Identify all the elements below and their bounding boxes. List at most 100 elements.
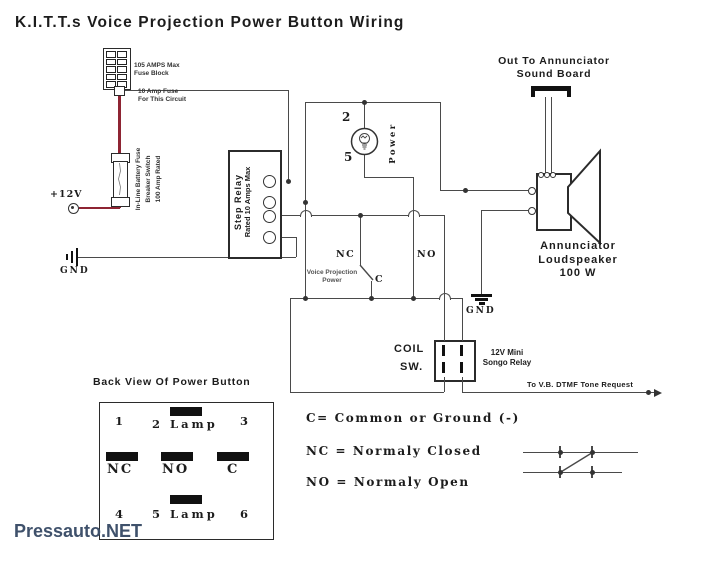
wire-sw-return <box>290 392 444 394</box>
step-relay-terminal-3 <box>263 210 276 223</box>
button-contact-bar <box>161 452 193 461</box>
junction-dot <box>410 295 416 301</box>
legend-nc: NC = Normaly Closed <box>306 444 482 458</box>
ground-icon <box>76 248 78 266</box>
voice-projection-power-label: Voice Projection Power <box>306 269 358 284</box>
junction-dot <box>302 199 308 205</box>
fuse-slot <box>106 66 116 73</box>
wire-lamp-to-no <box>413 177 415 298</box>
arrow-right-icon <box>654 388 662 397</box>
loudspeaker-cone-icon <box>567 148 601 246</box>
step-relay-terminal-1 <box>263 175 276 188</box>
gnd-middle-label: GND <box>466 306 496 316</box>
junction-dot <box>361 99 367 105</box>
switch-symbol-contact <box>589 470 595 475</box>
wire-common-bus <box>290 298 462 300</box>
fuse-slot <box>106 58 116 65</box>
junction-dot <box>368 295 374 301</box>
wire-lamp-top-bus <box>305 102 440 104</box>
inline-fuse-cap-bottom <box>111 197 130 207</box>
speaker-left-terminal <box>528 186 536 195</box>
relay-pin <box>442 362 445 373</box>
wire-coil-common <box>462 298 464 341</box>
button-nc-label: NC <box>107 462 134 477</box>
fuse-slot <box>106 81 116 88</box>
plus-12v-terminal-dot <box>71 206 74 209</box>
fuse-block-rating-label: 105 AMPS Max Fuse Block <box>134 62 180 77</box>
switch-nc-label: NC <box>336 249 356 260</box>
soundboard-bracket <box>531 86 571 91</box>
relay-pin <box>442 345 445 356</box>
coil-label: COIL <box>394 343 425 355</box>
wire-speaker-negative <box>481 210 528 212</box>
lamp-pin2-label: 2 <box>342 110 351 124</box>
fuse-slot <box>106 51 116 58</box>
switch-symbol-contact <box>557 450 563 455</box>
supply-wire <box>118 94 121 154</box>
button-pin3-label: 3 <box>240 414 249 428</box>
wire-lamp-return <box>364 177 414 179</box>
lamp-power-label: Power <box>388 122 398 164</box>
inline-fuse-label: In-Line Battery Fuse Breaker Switch 100 … <box>135 147 162 211</box>
button-pin4-label: 4 <box>115 507 124 521</box>
relay-pin <box>460 362 463 373</box>
lamp-pin5-label: 5 <box>344 150 353 164</box>
fuse-slot <box>117 51 127 58</box>
step-relay-terminal-2 <box>263 196 276 209</box>
junction-dot <box>646 389 651 395</box>
wire-c-drop <box>371 281 373 298</box>
button-pin2-label: 2 Lamp <box>152 417 218 431</box>
wire-sw-pin-left <box>444 377 446 392</box>
wire-t4-drop <box>296 237 298 257</box>
junction-dot <box>302 295 308 301</box>
wire-speaker-feed-drop <box>440 102 442 190</box>
button-no-label: NO <box>162 462 190 477</box>
inline-fuse-element-icon <box>118 162 121 196</box>
junction-dot <box>285 178 291 184</box>
button-contact-bar <box>170 495 202 504</box>
loudspeaker-label: Annunciator Loudspeaker 100 W <box>538 240 618 279</box>
soundboard-bracket-cap <box>567 86 571 97</box>
songo-relay-box <box>434 340 476 382</box>
sw-label: SW. <box>400 361 424 373</box>
fuse-slot <box>117 58 127 65</box>
switch-c-label: C <box>375 274 383 285</box>
gnd-left-label: GND <box>60 266 90 276</box>
button-pin1-label: 1 <box>115 414 124 428</box>
button-contact-bar <box>170 407 202 416</box>
switch-symbol-contact <box>589 450 595 455</box>
wire-fuse-to-relay <box>124 90 288 92</box>
switch-symbol-lever-icon <box>559 451 593 474</box>
speaker-top-terminal <box>544 171 550 178</box>
button-pin6-label: 6 <box>240 507 249 521</box>
circuit-fuse-label: 10 Amp Fuse For This Circuit <box>138 88 187 103</box>
step-relay-label: Step Relay Rated 10 Amps Max <box>233 166 252 238</box>
switch-symbol-line <box>523 472 622 474</box>
button-c-label: C <box>227 462 238 477</box>
wire-lamp-top <box>364 102 366 128</box>
speaker-top-terminal <box>538 171 544 178</box>
step-relay-terminal-4 <box>263 231 276 244</box>
fuse-slot <box>117 66 127 73</box>
ground-icon <box>66 254 68 260</box>
wire-soundboard-left <box>545 97 547 174</box>
relay-pin <box>460 345 463 356</box>
fuse-block-terminal <box>114 86 125 96</box>
dtmf-output-label: To V.B. DTMF Tone Request <box>527 380 634 389</box>
ground-icon <box>475 298 488 301</box>
junction-dot <box>462 187 468 193</box>
legend-c: C= Common or Ground (-) <box>306 411 520 425</box>
songo-relay-name: 12V Mini Songo Relay <box>482 348 532 367</box>
switch-symbol-line <box>523 452 638 454</box>
page-title: K.I.T.T.s Voice Projection Power Button … <box>15 14 405 31</box>
watermark: Pressauto.NET <box>14 521 143 541</box>
soundboard-out-label: Out To Annunciator Sound Board <box>498 55 610 80</box>
button-contact-bar <box>217 452 249 461</box>
speaker-top-terminal <box>550 171 556 178</box>
wire-speaker-positive <box>440 190 528 192</box>
fuse-block-slots <box>105 50 127 88</box>
lamp-bulb-icon <box>350 127 379 156</box>
soundboard-bracket-cap <box>531 86 535 97</box>
wire-soundboard-right <box>551 97 553 174</box>
